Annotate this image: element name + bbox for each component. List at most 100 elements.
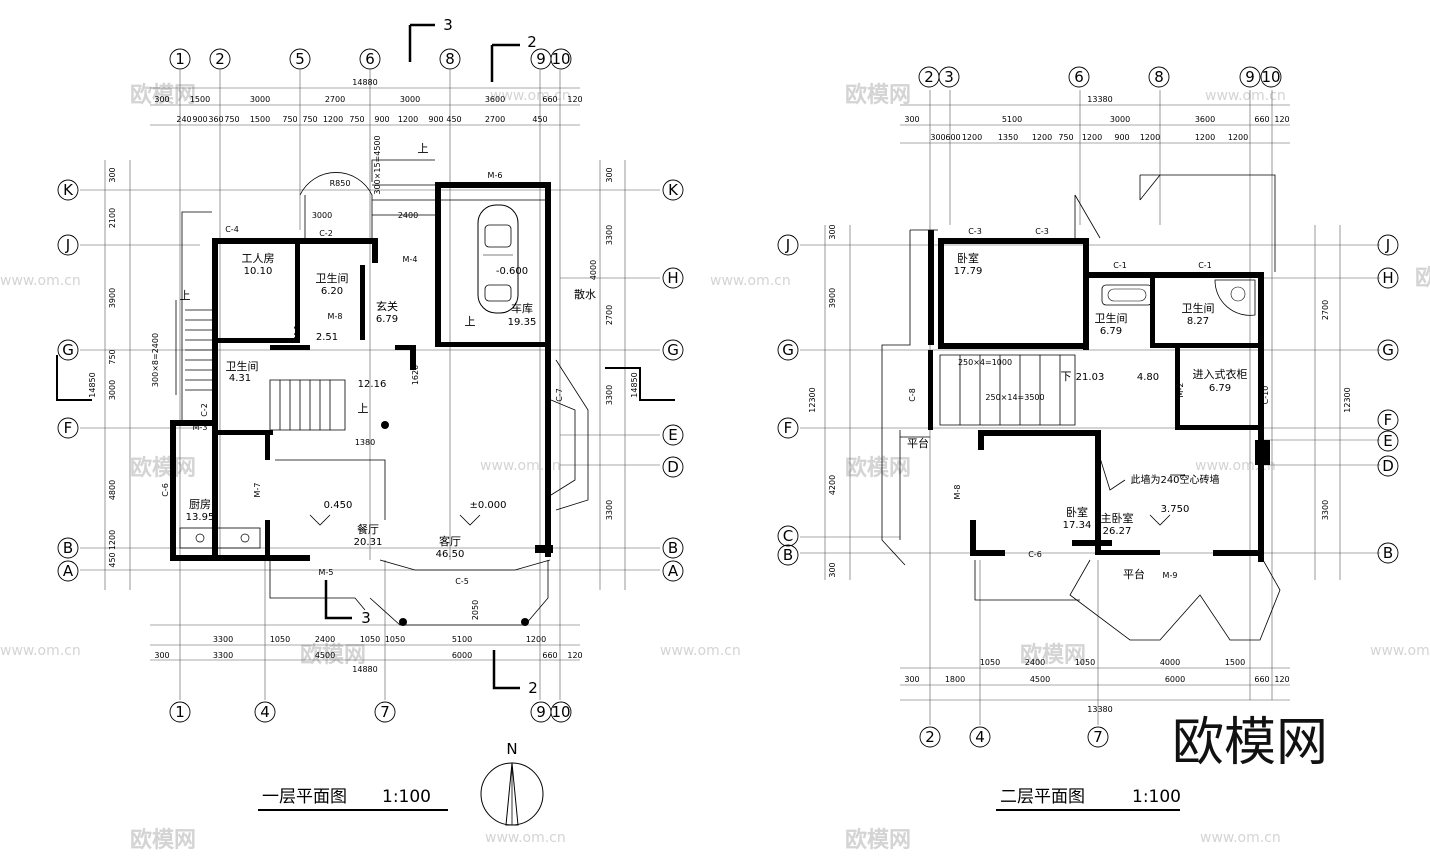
axis-bubble: 2: [209, 48, 231, 70]
svg-text:B: B: [783, 546, 793, 564]
svg-text:C-7: C-7: [555, 388, 564, 402]
room-area: 6.79: [376, 314, 398, 325]
svg-text:1800: 1800: [945, 675, 965, 684]
room-name: 卧室: [957, 251, 979, 265]
svg-text:2: 2: [924, 68, 934, 86]
svg-text:上: 上: [358, 402, 369, 415]
car-icon: [477, 204, 519, 314]
svg-text:3000: 3000: [108, 380, 117, 400]
svg-text:2100: 2100: [108, 208, 117, 228]
floor1-outlines: [175, 159, 589, 626]
watermark-site: www.om.cn: [480, 458, 561, 474]
svg-text:2700: 2700: [1321, 300, 1330, 320]
axis-bubble: 9: [1239, 66, 1261, 88]
north-arrow-icon: N: [480, 740, 544, 826]
svg-text:10: 10: [551, 703, 570, 721]
axis-bubble: E: [662, 424, 684, 446]
svg-text:J: J: [785, 236, 790, 254]
svg-text:6000: 6000: [1165, 675, 1185, 684]
svg-text:1050: 1050: [980, 658, 1000, 667]
svg-text:660: 660: [542, 95, 557, 104]
svg-text:750: 750: [1058, 133, 1073, 142]
svg-text:8: 8: [445, 50, 455, 68]
floor1-rooms: 工人房 10.10 卫生间 6.20 玄关 6.79 车库 19.35 卫生间 …: [186, 252, 537, 560]
axis-bubble: 5: [289, 48, 311, 70]
svg-text:450: 450: [446, 115, 461, 124]
watermark-logo: 欧模网: [845, 455, 911, 481]
svg-text:1200: 1200: [323, 115, 343, 124]
svg-text:2400: 2400: [315, 635, 335, 644]
svg-text:300: 300: [828, 224, 837, 239]
svg-text:H: H: [1382, 269, 1393, 287]
svg-text:250×4=1000: 250×4=1000: [958, 358, 1012, 367]
svg-text:660: 660: [1254, 115, 1269, 124]
svg-text:2700: 2700: [485, 115, 505, 124]
svg-text:3000: 3000: [400, 95, 420, 104]
svg-text:M-9: M-9: [1163, 571, 1178, 580]
svg-text:散水: 散水: [574, 287, 596, 301]
svg-text:2700: 2700: [325, 95, 345, 104]
svg-text:5100: 5100: [452, 635, 472, 644]
axis-bubble: 2: [918, 66, 940, 88]
svg-text:3900: 3900: [108, 288, 117, 308]
north-label: N: [506, 740, 517, 758]
svg-text:3300: 3300: [1321, 500, 1330, 520]
svg-text:4500: 4500: [315, 651, 335, 660]
svg-text:A: A: [63, 562, 74, 580]
floor1-title-block: 一层平面图 1:100: [258, 787, 448, 811]
room-area: 6.20: [321, 286, 343, 297]
svg-text:300: 300: [154, 95, 169, 104]
axis-bubble: 2: [919, 726, 941, 748]
svg-text:H: H: [667, 269, 678, 287]
axis-bubble: 7: [1087, 726, 1109, 748]
svg-text:750: 750: [108, 349, 117, 364]
axis-bubble: A: [662, 560, 684, 582]
floor1-section-marks: 3 2 3 2: [56, 16, 675, 697]
svg-text:6: 6: [1074, 68, 1084, 86]
svg-text:1050: 1050: [1075, 658, 1095, 667]
watermark-site: www.om.cn: [1200, 830, 1281, 846]
axis-bubble: G: [777, 339, 799, 361]
svg-text:3600: 3600: [485, 95, 505, 104]
svg-text:F: F: [1384, 411, 1393, 429]
watermark-site: www.om.cn: [710, 273, 791, 289]
svg-text:C-6: C-6: [1028, 550, 1042, 559]
level-mark: ±0.000: [469, 500, 506, 511]
svg-text:2700: 2700: [605, 305, 614, 325]
room-area: 13.95: [186, 512, 215, 523]
axis-bubble: 8: [1148, 66, 1170, 88]
room-name: 卫生间: [1095, 311, 1128, 325]
svg-text:3300: 3300: [605, 225, 614, 245]
svg-text:M-1: M-1: [1045, 342, 1060, 351]
svg-text:4000: 4000: [589, 260, 598, 280]
svg-text:4200: 4200: [828, 475, 837, 495]
floor2-walls: [928, 230, 1270, 562]
overall-dimension: 13380: [1087, 705, 1112, 714]
room-area: 19.35: [508, 317, 537, 328]
svg-text:B: B: [1383, 544, 1393, 562]
room-name: 玄关: [376, 299, 398, 313]
svg-text:2400: 2400: [1025, 658, 1045, 667]
svg-text:4000: 4000: [1160, 658, 1180, 667]
axis-bubble: 8: [439, 48, 461, 70]
axis-bubble: 10: [550, 701, 572, 723]
svg-text:3000: 3000: [312, 211, 332, 220]
svg-text:J: J: [65, 236, 70, 254]
axis-bubble: 6: [359, 48, 381, 70]
axis-bubble: 1: [169, 701, 191, 723]
svg-text:1200: 1200: [1195, 133, 1215, 142]
svg-text:3600: 3600: [1195, 115, 1215, 124]
room-area: 10.10: [244, 266, 273, 277]
overall-dimension: 13380: [1087, 95, 1112, 104]
axis-bubble: 4: [254, 701, 276, 723]
svg-text:12300: 12300: [1343, 387, 1352, 412]
level-mark: 12.16: [358, 379, 387, 390]
svg-text:M-6: M-6: [488, 171, 503, 180]
watermark-logo: 欧模网: [130, 827, 196, 853]
room-name: 工人房: [242, 252, 275, 265]
watermark-logo: 欧模网: [1020, 642, 1086, 668]
kitchen-counter: [179, 527, 261, 549]
svg-text:750: 750: [302, 115, 317, 124]
floor2-axis-lines: [800, 90, 1380, 725]
svg-text:G: G: [1382, 341, 1394, 359]
